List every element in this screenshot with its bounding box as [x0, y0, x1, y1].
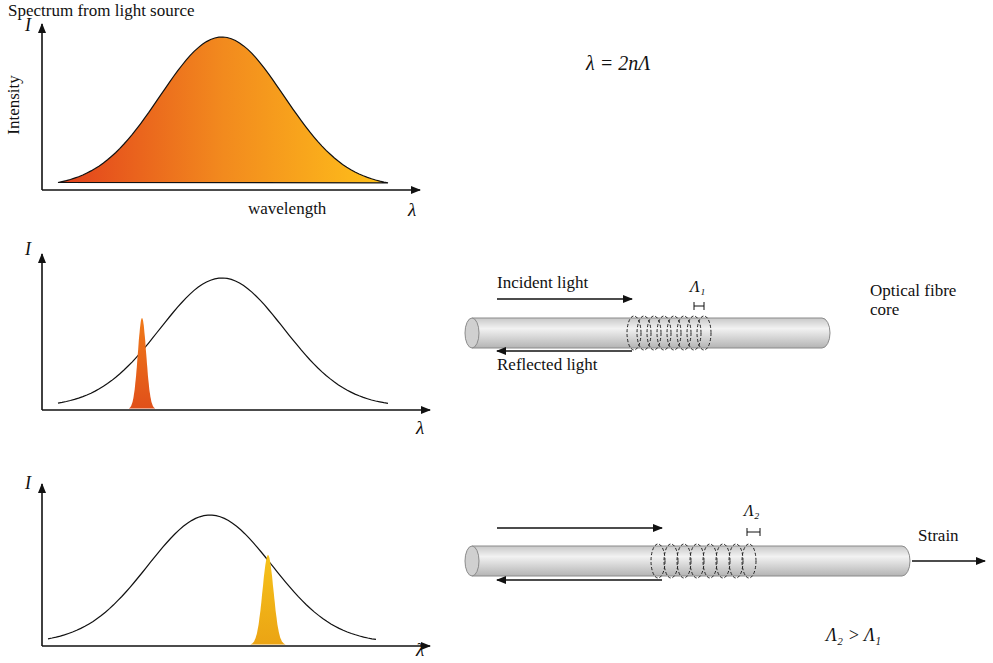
grating-ring	[716, 544, 730, 578]
label: I	[25, 240, 31, 260]
grating-ring	[677, 544, 691, 578]
period-marks	[694, 302, 760, 536]
spectrum-outline	[58, 278, 388, 403]
grating-ring	[664, 544, 678, 578]
grating-ring	[697, 316, 711, 350]
label: Optical fibre core	[870, 282, 960, 319]
label: Λ₂	[744, 502, 759, 520]
light-arrows	[497, 299, 985, 580]
label: Spectrum from light source	[8, 2, 195, 21]
grating-ring	[690, 544, 704, 578]
grating-ring	[729, 544, 743, 578]
label: λ	[416, 640, 424, 661]
label: wavelength	[248, 200, 326, 219]
reflected-peak	[128, 318, 156, 409]
label: λ = 2nΛ	[586, 52, 650, 74]
axes	[42, 24, 430, 646]
label: Reflected light	[497, 356, 598, 375]
optical-fibre	[465, 544, 910, 578]
label: Strain	[918, 527, 959, 546]
label: Λ₁	[690, 278, 705, 296]
label: I	[25, 16, 31, 36]
grating-ring	[703, 544, 717, 578]
source-spectrum	[58, 37, 388, 183]
label: Intensity	[5, 75, 24, 135]
grating-ring	[651, 544, 665, 578]
label: Incident light	[497, 274, 588, 293]
label: λ	[416, 418, 424, 439]
spectrum-outline	[48, 515, 376, 639]
grating-ring	[742, 544, 756, 578]
label: I	[25, 474, 31, 494]
optical-fibre	[465, 316, 830, 350]
label: Λ₂ > Λ₁	[826, 626, 881, 646]
reflected-peak	[250, 555, 286, 645]
label: λ	[408, 200, 416, 221]
